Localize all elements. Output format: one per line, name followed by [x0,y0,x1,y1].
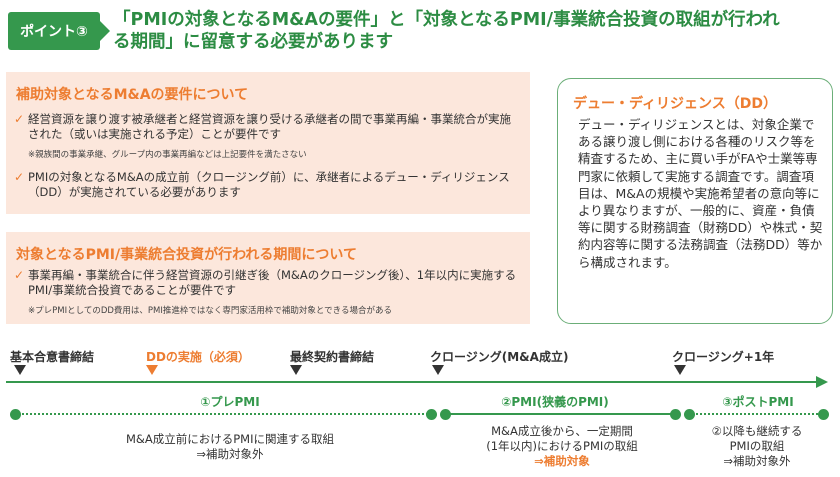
phase-pmi-bar [450,413,672,415]
checkmark-icon: ✓ [14,112,25,126]
milestone-marker-icon [432,365,444,375]
milestone-basic-agreement: 基本合意書締結 [10,350,95,364]
milestone-final-contract: 最終契約書締結 [290,350,375,364]
milestone-marker-icon [146,365,158,375]
period-panel: 対象となるPMI/事業統合投資が行われる期間について ✓ 事業再編・事業統合に伴… [6,232,530,324]
requirements-panel: 補助対象となるM&Aの要件について ✓ 経営資源を譲り渡す被承継者と経営資源を譲… [6,72,530,214]
phase-post-pmi-desc-line-2: PMIの取組 [729,439,785,453]
phase-dot [818,409,829,420]
milestone-marker-icon [290,365,302,375]
checkmark-icon: ✓ [14,268,25,282]
page-title: 「PMIの対象となるM&Aの要件」と「対象となるPMI/事業統合投資の取組が行わ… [113,9,835,53]
phase-pre-pmi-label: ①プレPMI [200,395,260,409]
phase-dot [10,409,21,420]
phase-dot [670,409,681,420]
requirements-item-1: ✓ 経営資源を譲り渡す被承継者と経営資源を譲り受ける承継者の間で事業再編・事業統… [14,112,522,142]
phase-pmi-desc-line-1: M&A成立後から、一定期間 [491,424,633,438]
milestone-closing-plus-1y: クロージング+1年 [672,350,775,364]
due-diligence-body: デュー・ディリジェンスとは、対象企業である譲り渡し側における各種のリスク等を精査… [578,117,823,270]
requirements-item-2: ✓ PMIの対象となるM&Aの成立前（クロージング前）に、承継者によるデュー・デ… [14,170,522,200]
arrow-right-icon [816,376,828,388]
requirements-title: 補助対象となるM&Aの要件について [16,87,249,103]
phase-post-pmi-bar [696,413,818,415]
phase-post-pmi-desc-line-3: ⇒補助対象外 [723,454,791,468]
milestone-marker-icon [674,365,686,375]
due-diligence-title: デュー・ディリジェンス（DD） [573,96,777,112]
period-note: ※プレPMIとしてのDD費用は、PMI推進枠ではなく専門家活用枠で補助対象とでき… [28,306,392,316]
page-title-line-2: る期間」に留意する必要があります [113,32,393,52]
requirements-item-1-text: 経営資源を譲り渡す被承継者と経営資源を譲り受ける承継者の間で事業再編・事業統合が… [28,112,511,141]
period-title: 対象となるPMI/事業統合投資が行われる期間について [16,247,357,263]
requirements-note: ※親族間の事業承継、グループ内の事業再編などは上記要件を満たさない [28,150,307,160]
page-title-line-1: 「PMIの対象となるM&Aの要件」と「対象となるPMI/事業統合投資の取組が行わ… [113,10,780,30]
phase-pre-pmi-bar [22,413,428,415]
phase-post-pmi-label: ③ポストPMI [722,395,794,409]
phase-pre-pmi-desc-line-1: M&A成立前におけるPMIに関連する取組 [125,432,334,446]
milestone-marker-icon [14,365,26,375]
phase-pmi-desc: M&A成立後から、一定期間 (1年以内)におけるPMIの取組 ⇒補助対象 [450,424,674,469]
phase-pmi-desc-line-2: (1年以内)におけるPMIの取組 [486,439,638,453]
timeline-axis [6,381,818,383]
phase-post-pmi-desc-line-1: ②以降も継続する [711,424,803,438]
checkmark-icon: ✓ [14,170,25,184]
requirements-item-2-text: PMIの対象となるM&Aの成立前（クロージング前）に、承継者によるデュー・ディリ… [28,170,510,199]
due-diligence-panel: デュー・ディリジェンス（DD） デュー・ディリジェンスとは、対象企業である譲り渡… [557,78,833,324]
phase-dot [440,409,451,420]
phase-pmi-label: ②PMI(狭義のPMI) [501,395,609,409]
point-badge: ポイント③ [8,12,110,50]
period-item-1: ✓ 事業再編・事業統合に伴う経営資源の引継ぎ後（M&Aのクロージング後）、1年以… [14,268,522,298]
phase-pmi-desc-line-3: ⇒補助対象 [534,454,590,468]
phase-dot [684,409,695,420]
phase-dot [426,409,437,420]
milestone-dd: DDの実施（必須） [146,350,250,364]
phase-post-pmi-desc: ②以降も継続する PMIの取組 ⇒補助対象外 [690,424,824,469]
phase-pre-pmi-desc: M&A成立前におけるPMIに関連する取組 ⇒補助対象外 [60,432,400,462]
phase-pre-pmi-desc-line-2: ⇒補助対象外 [196,447,264,461]
milestone-closing: クロージング(M&A成立) [430,350,569,364]
period-item-1-text: 事業再編・事業統合に伴う経営資源の引継ぎ後（M&Aのクロージング後）、1年以内に… [28,268,517,297]
